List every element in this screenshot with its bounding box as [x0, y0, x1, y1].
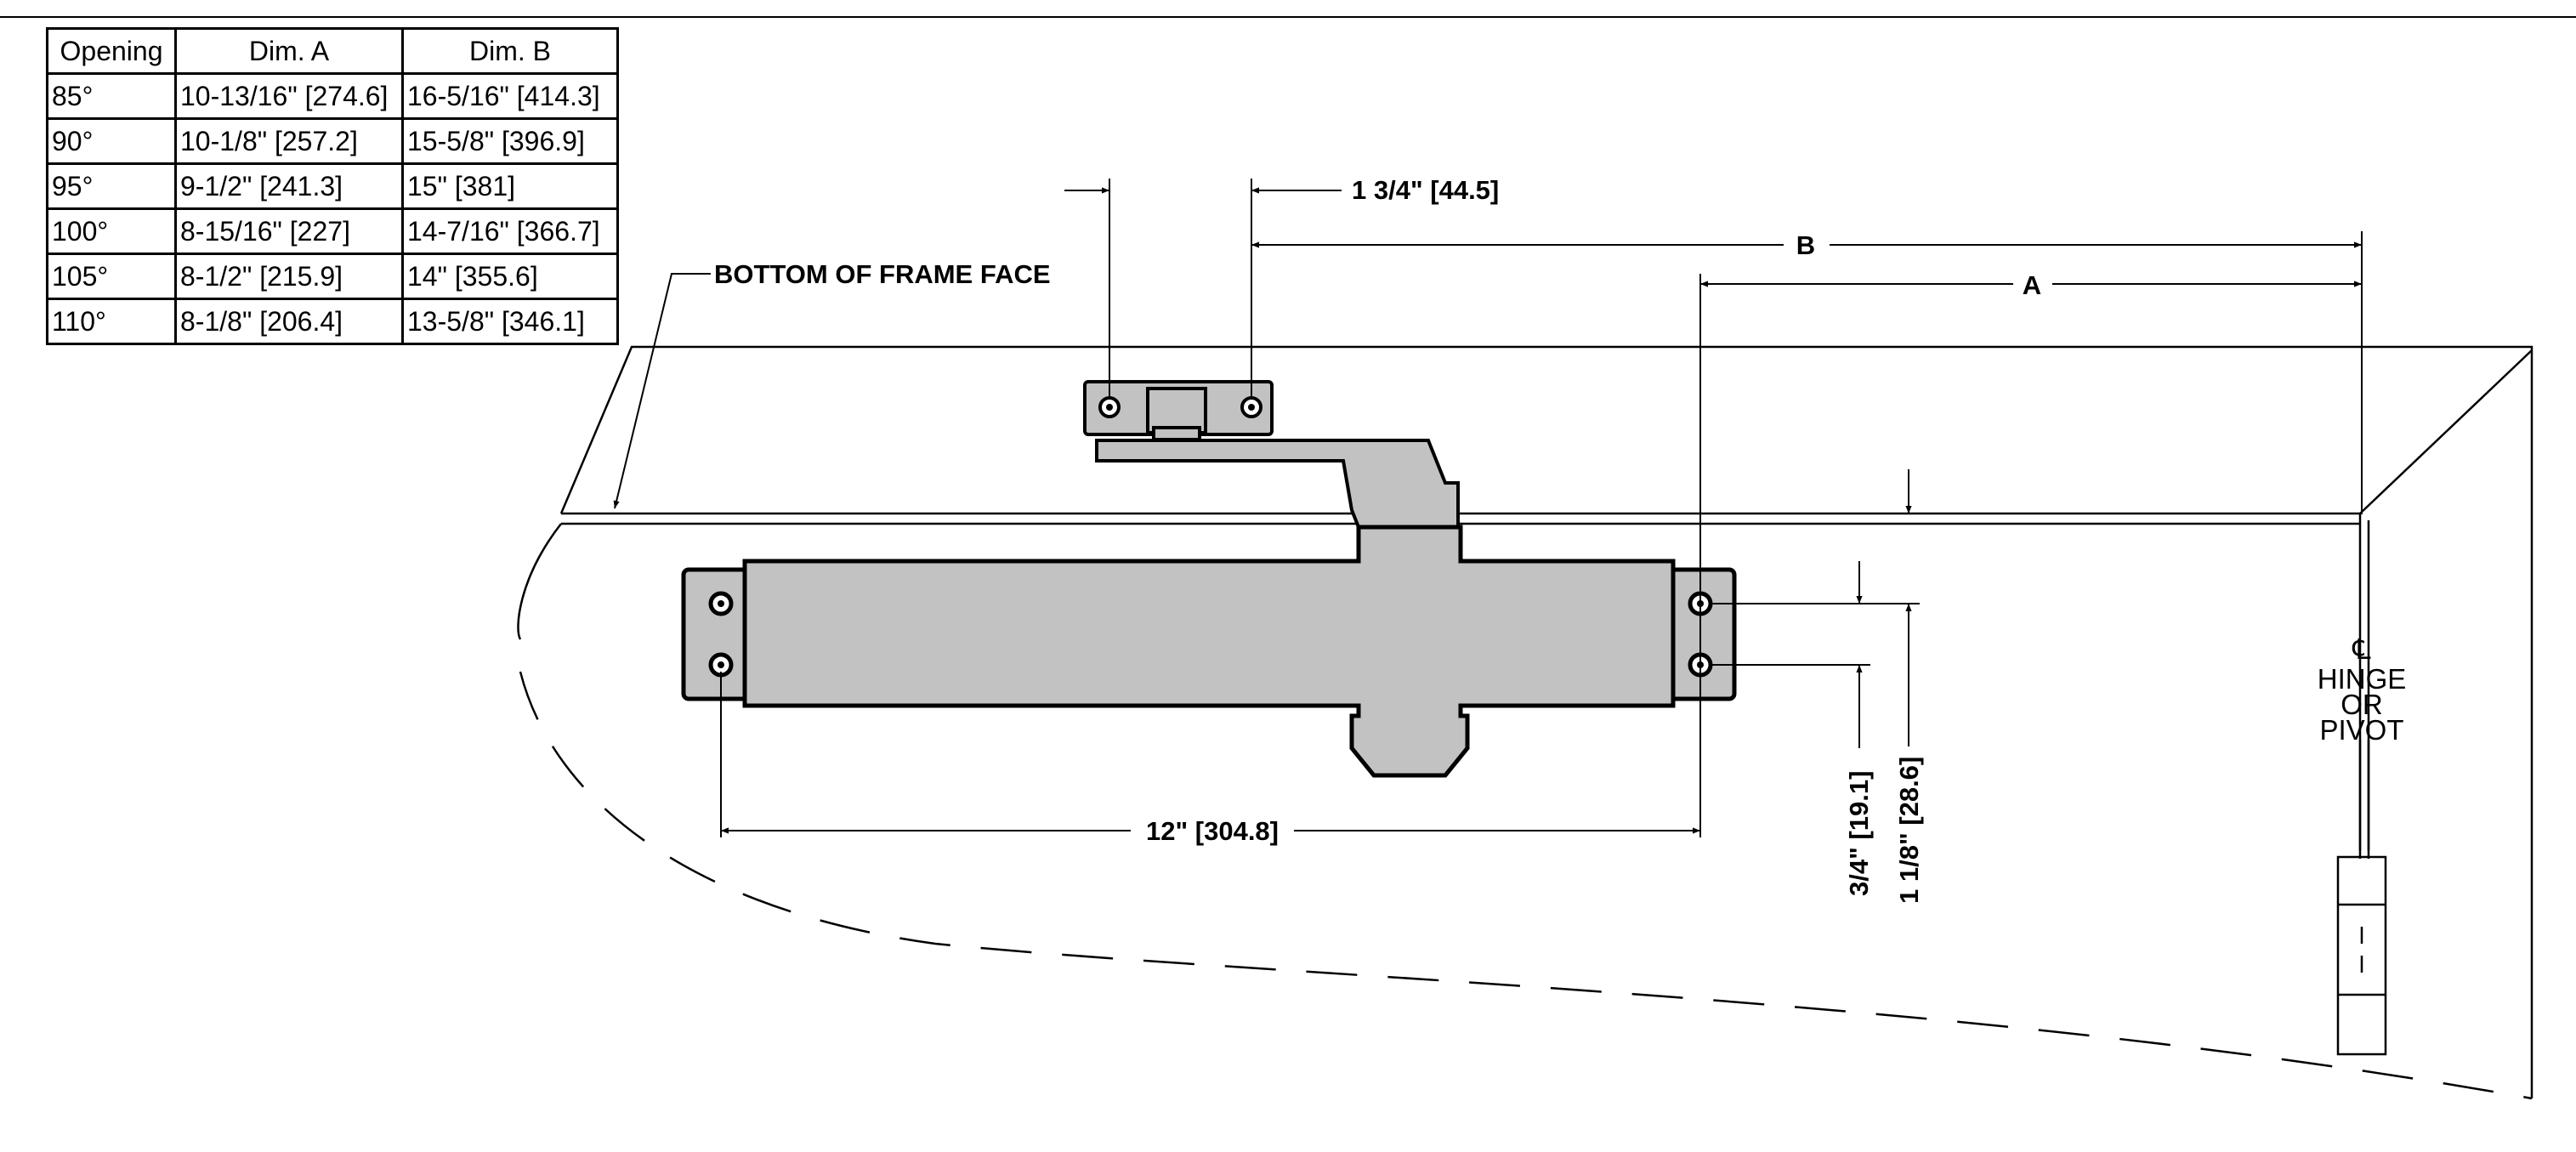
table-header-row: Opening Dim. A Dim. B — [46, 27, 619, 75]
header-dim-b: Dim. B — [401, 27, 619, 75]
cell-dim-b: 14" [355.6] — [401, 253, 619, 300]
table-row: 110° 8-1/8" [206.4] 13-5/8" [346.1] — [46, 298, 619, 345]
cell-opening: 110° — [46, 298, 177, 345]
cell-dim-a: 8-15/16" [227] — [174, 207, 404, 255]
centerline-symbol: ℄ — [2352, 633, 2371, 665]
label-dim-b: B — [1796, 230, 1815, 260]
table-row: 95° 9-1/2" [241.3] 15" [381] — [46, 162, 619, 210]
label-dim-length: 12" [304.8] — [1146, 816, 1279, 846]
cell-opening: 95° — [46, 162, 177, 210]
header-opening: Opening — [46, 27, 177, 75]
label-dim-bracket: 1 3/4" [44.5] — [1352, 175, 1499, 205]
header-dim-a: Dim. A — [174, 27, 404, 75]
cell-dim-a: 10-1/8" [257.2] — [174, 117, 404, 165]
cell-dim-a: 8-1/8" [206.4] — [174, 298, 404, 345]
door-swing-arc — [517, 523, 2533, 1100]
table-row: 85° 10-13/16" [274.6] 16-5/16" [414.3] — [46, 72, 619, 120]
hinge-pivot — [2336, 740, 2387, 1056]
table-row: 90° 10-1/8" [257.2] 15-5/8" [396.9] — [46, 117, 619, 165]
door-frame-outline — [559, 345, 2533, 1098]
cell-dim-b: 13-5/8" [346.1] — [401, 298, 619, 345]
label-dim-one-eighth: 1 1/8" [28.6] — [1894, 757, 1924, 904]
label-pivot: PIVOT — [2319, 714, 2403, 746]
closer-body — [681, 525, 1737, 778]
cell-dim-b: 16-5/16" [414.3] — [401, 72, 619, 120]
cell-opening: 90° — [46, 117, 177, 165]
label-dim-three-quarter: 3/4" [19.1] — [1844, 771, 1874, 896]
cell-dim-a: 9-1/2" [241.3] — [174, 162, 404, 210]
cell-opening: 85° — [46, 72, 177, 120]
cell-dim-b: 15-5/8" [396.9] — [401, 117, 619, 165]
closer-cylinder — [742, 525, 1676, 778]
table-row: 100° 8-15/16" [227] 14-7/16" [366.7] — [46, 207, 619, 255]
label-bottom-of-frame-face: BOTTOM OF FRAME FACE — [714, 259, 1051, 289]
label-dim-a: A — [2023, 270, 2041, 300]
dimension-table: Opening Dim. A Dim. B 85° 10-13/16" [274… — [46, 27, 619, 345]
cell-dim-a: 8-1/2" [215.9] — [174, 253, 404, 300]
dimension-lines — [613, 179, 2363, 837]
cell-opening: 105° — [46, 253, 177, 300]
cell-dim-a: 10-13/16" [274.6] — [174, 72, 404, 120]
mounting-bracket — [1083, 380, 1274, 441]
cell-opening: 100° — [46, 207, 177, 255]
cell-dim-b: 15" [381] — [401, 162, 619, 210]
hinge-body — [2336, 855, 2387, 1056]
table-row: 105° 8-1/2" [215.9] 14" [355.6] — [46, 253, 619, 300]
cell-dim-b: 14-7/16" [366.7] — [401, 207, 619, 255]
label-or: OR — [2341, 689, 2383, 720]
label-hinge: HINGE — [2318, 663, 2407, 695]
